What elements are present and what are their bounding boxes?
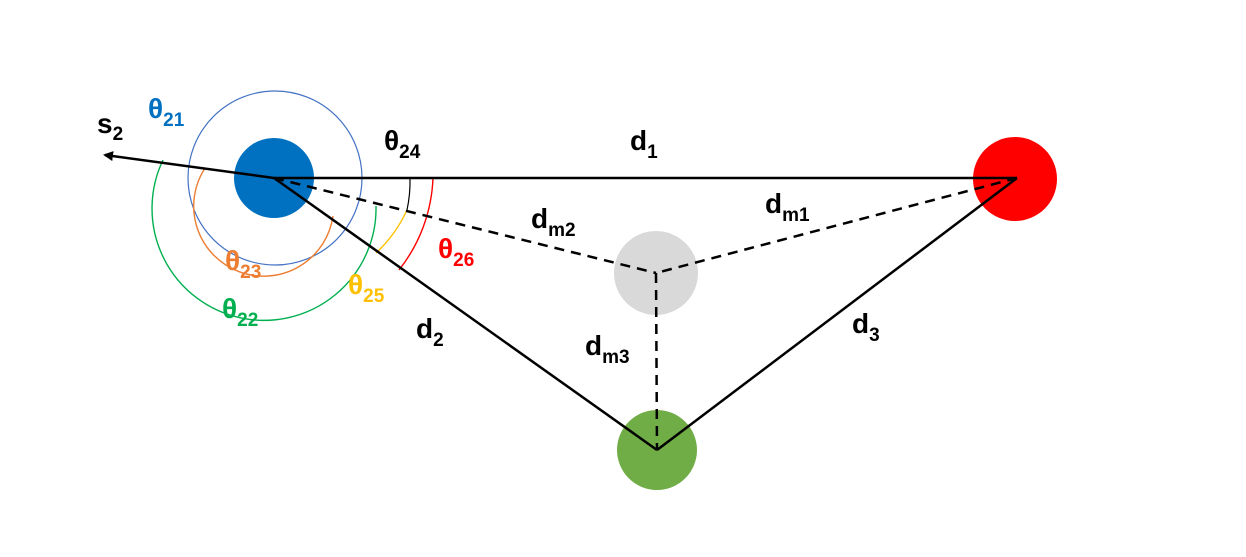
d3-label: d3 (852, 308, 880, 346)
dm2-label: dm2 (531, 203, 576, 241)
s2-arrow (103, 151, 275, 180)
d2-label: d2 (416, 313, 444, 351)
theta26-arc (398, 177, 434, 271)
theta23-label: θ23 (225, 245, 261, 283)
theta23-arc (193, 167, 334, 277)
dm3-label: dm3 (585, 330, 630, 368)
theta26-label: θ26 (438, 233, 474, 271)
edge-d2 (273, 176, 658, 452)
edge-dm1 (655, 176, 1018, 275)
edge-dm3 (654, 272, 659, 451)
edge-dm2 (273, 176, 657, 275)
theta25-arc (375, 209, 408, 254)
s2-label: s2 (97, 108, 123, 145)
dm1-label: dm1 (765, 188, 810, 226)
theta24-label: θ24 (384, 125, 421, 163)
theta22-arc (151, 159, 377, 322)
theta24-arc (406, 177, 411, 211)
theta22-label: θ22 (222, 293, 258, 331)
d1-label: d1 (630, 125, 658, 163)
theta25-label: θ25 (348, 269, 385, 307)
edge-d3 (656, 177, 1018, 451)
theta21-label: θ21 (148, 93, 185, 131)
